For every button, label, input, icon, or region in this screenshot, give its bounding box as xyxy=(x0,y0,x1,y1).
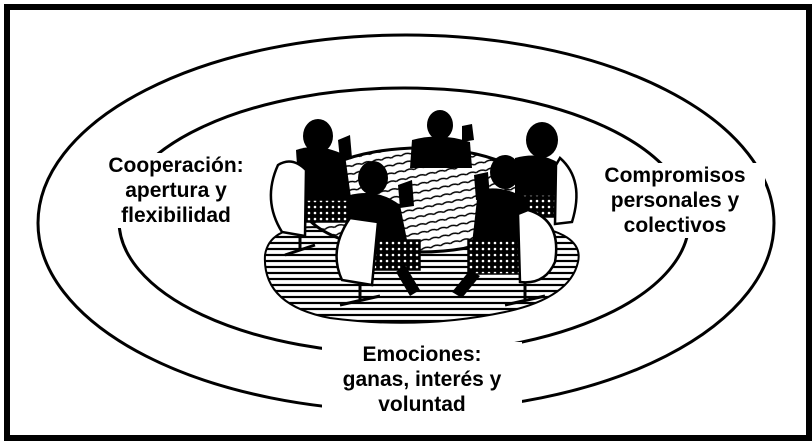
chair-bases xyxy=(284,238,546,307)
bottom-label: Emociones: ganas, interés y voluntad xyxy=(322,342,522,417)
bottom-label-line-3: voluntad xyxy=(378,393,466,416)
left-label-line-3: flexibilidad xyxy=(121,204,231,227)
left-label-line-1: Cooperación: xyxy=(108,154,244,177)
chair-back-right xyxy=(553,156,578,226)
right-label: Compromisos personales y colectivos xyxy=(585,163,765,238)
chair-back-left xyxy=(269,160,308,238)
chair-front-right xyxy=(516,208,558,284)
right-label-line-1: Compromisos xyxy=(604,164,746,187)
right-label-line-2: personales y xyxy=(610,189,740,212)
person-back-center xyxy=(410,110,474,168)
person-back-left xyxy=(296,119,361,223)
chair-front-left xyxy=(335,216,380,287)
right-label-line-3: colectivos xyxy=(623,214,727,237)
bottom-label-line-2: ganas, interés y xyxy=(342,368,502,391)
left-label-line-2: apertura y xyxy=(125,179,227,202)
left-label: Cooperación: apertura y flexibilidad xyxy=(86,153,266,228)
meeting-table-illustration xyxy=(263,110,580,324)
bottom-label-line-1: Emociones: xyxy=(362,343,482,366)
